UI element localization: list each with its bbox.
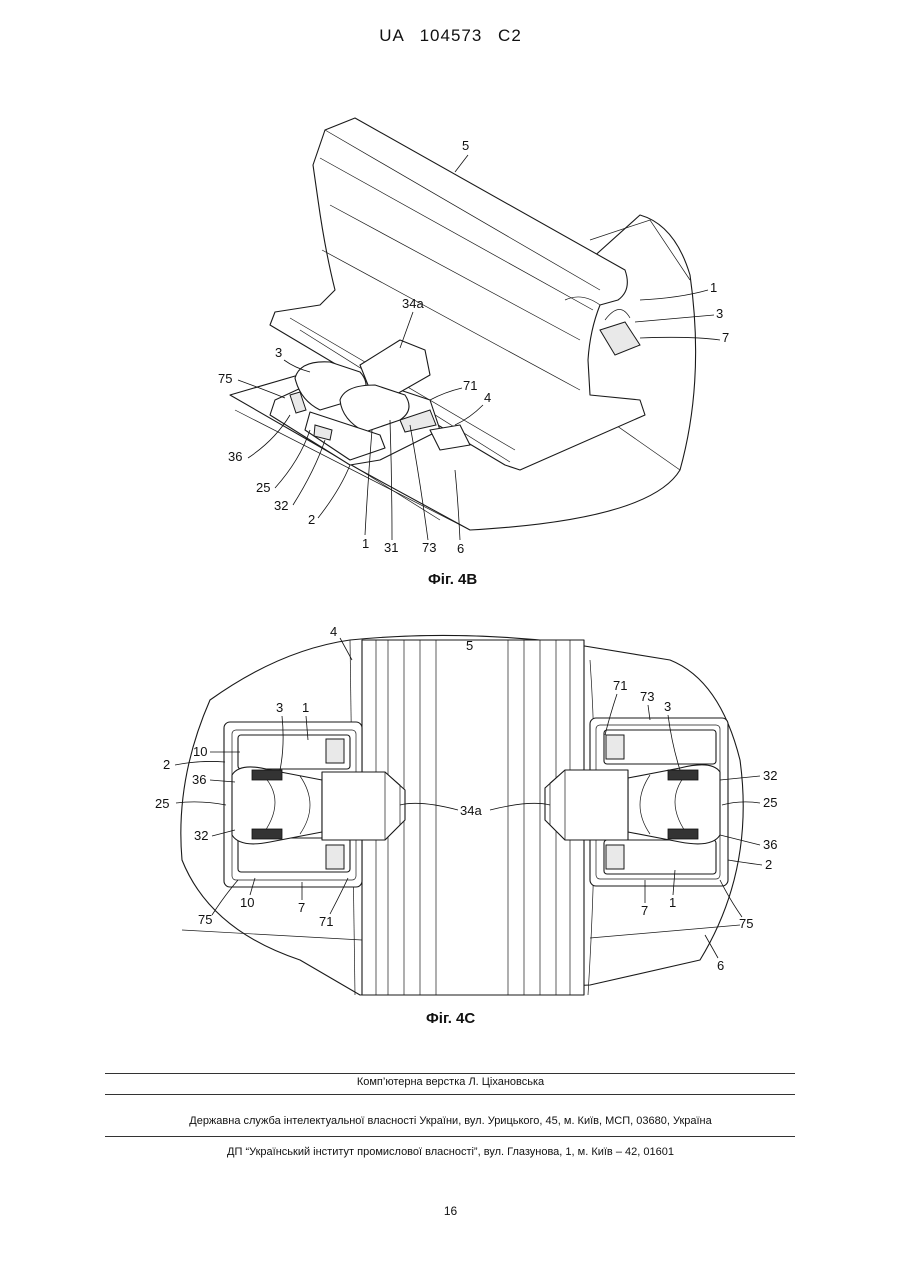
label-4c-6: 6	[717, 958, 724, 973]
label-4c-2-right: 2	[765, 857, 772, 872]
footer-typesetter: Комп’ютерна верстка Л. Ціхановська	[0, 1076, 901, 1088]
label-4b-36: 36	[228, 449, 242, 464]
label-4c-2-left: 2	[163, 757, 170, 772]
label-4c-36-right: 36	[763, 837, 777, 852]
label-4b-3: 3	[716, 306, 723, 321]
patent-drawings: 5 1 3 7 34a 3 75 71 4 36 25 32 2 1 31 73…	[0, 0, 901, 1060]
page-number: 16	[0, 1204, 901, 1218]
label-4c-25-right: 25	[763, 795, 777, 810]
label-4b-25: 25	[256, 480, 270, 495]
footer-rule-3	[105, 1136, 795, 1137]
label-4b-5: 5	[462, 138, 469, 153]
footer-rule-2	[105, 1094, 795, 1095]
caption-fig-4b: Фіг. 4B	[428, 571, 477, 588]
footer-institute: ДП “Український інститут промислової вла…	[0, 1146, 901, 1158]
label-4c-34a: 34a	[460, 803, 482, 818]
label-4c-7-left: 7	[298, 900, 305, 915]
label-4c-3-left: 3	[276, 700, 283, 715]
label-4b-34a: 34a	[402, 296, 424, 311]
label-4b-4: 4	[484, 390, 491, 405]
label-4b-6: 6	[457, 541, 464, 556]
label-4c-75-right: 75	[739, 916, 753, 931]
label-4b-32: 32	[274, 498, 288, 513]
label-4c-32-left: 32	[194, 828, 208, 843]
footer-rule-1	[105, 1073, 795, 1074]
label-4c-32-right: 32	[763, 768, 777, 783]
figure-4b	[230, 118, 696, 530]
label-4c-10-bottom: 10	[240, 895, 254, 910]
label-4b-75: 75	[218, 371, 232, 386]
label-4c-71: 71	[613, 678, 627, 693]
label-4c-25-left: 25	[155, 796, 169, 811]
label-4c-10-top: 10	[193, 744, 207, 759]
label-4c-73: 73	[640, 689, 654, 704]
label-4b-71: 71	[463, 378, 477, 393]
label-4b-2: 2	[308, 512, 315, 527]
label-4c-1-top: 1	[302, 700, 309, 715]
label-4c-71-bottom: 71	[319, 914, 333, 929]
label-4c-7-right: 7	[641, 903, 648, 918]
label-4b-7: 7	[722, 330, 729, 345]
label-4c-1-bottom: 1	[669, 895, 676, 910]
label-4c-3-right: 3	[664, 699, 671, 714]
label-4c-75-left: 75	[198, 912, 212, 927]
label-4b-3-left: 3	[275, 345, 282, 360]
label-4c-36-left: 36	[192, 772, 206, 787]
caption-fig-4c: Фіг. 4C	[426, 1010, 475, 1027]
footer-agency: Державна служба інтелектуальної власност…	[0, 1115, 901, 1127]
label-4b-31: 31	[384, 540, 398, 555]
label-4b-1-left: 1	[362, 536, 369, 551]
label-4c-5: 5	[466, 638, 473, 653]
label-4c-4: 4	[330, 624, 337, 639]
label-4b-1: 1	[710, 280, 717, 295]
label-4b-73: 73	[422, 540, 436, 555]
